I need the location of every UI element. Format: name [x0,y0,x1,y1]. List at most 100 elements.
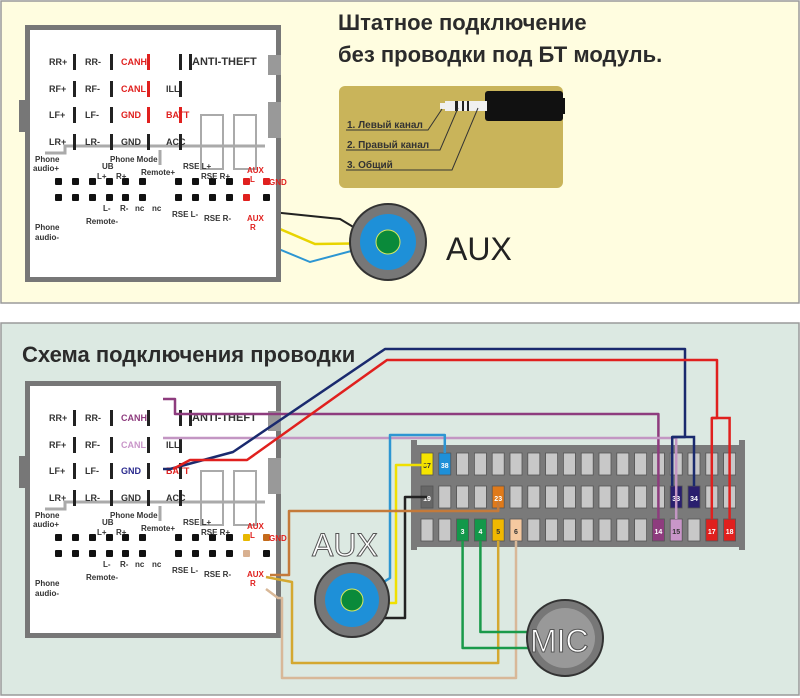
pin-label: AUX [247,166,265,175]
pin-contact [147,107,150,123]
bt-connector-edge [411,440,417,550]
pin-label: GND [269,534,287,543]
pin-label: nc [152,560,162,569]
pin-label: R- [120,560,129,569]
pin-label: ACC [166,137,186,147]
pin-label: R- [120,204,129,213]
pin-contact [73,437,76,453]
pin-label: Remote- [86,573,118,582]
pin-socket [72,178,79,185]
pin-label: audio+ [33,164,59,173]
pin-socket [226,534,233,541]
pin-socket [263,534,270,541]
pin-label: BATT [166,110,190,120]
pin-label: Remote+ [141,524,175,533]
pin-label: LF+ [49,110,65,120]
pin-label: nc [135,560,145,569]
bt-pin-empty [598,452,612,476]
pin-socket [263,194,270,201]
pin-label: RSE L- [172,566,199,575]
pin-contact [189,54,192,70]
jack-label-common: 3. Общий [347,159,393,171]
pin-label: AUX [247,570,265,579]
bt-pin-empty [598,518,612,542]
pin-label: RSE R- [204,570,231,579]
bt-pin-empty [491,452,505,476]
wire-batt-branch [711,416,731,519]
pin-label: L [250,531,255,540]
pin-contact [110,81,113,97]
connector-tab [268,102,281,138]
pin-contact [179,134,182,150]
pin-label: R+ [116,172,127,181]
pin-label: GND [121,110,142,120]
pin-socket [55,550,62,557]
bottom-title: Схема подключения проводки [22,342,355,367]
top-aux-jack [349,203,427,281]
pin-label: Phone [35,511,60,520]
bt-pin-empty [456,485,470,509]
pin-socket [106,178,113,185]
pin-socket [209,194,216,201]
pin-label: L- [103,560,111,569]
pin-label: Phone [35,155,60,164]
pin-socket [89,178,96,185]
top-title-line1: Штатное подключение [338,10,587,35]
pin-label: CANL [121,84,146,94]
connector-key [233,470,257,526]
bt-pin-empty [473,485,487,509]
connector-divider [45,144,265,155]
pin-label: Remote- [86,217,118,226]
pin-contact [73,81,76,97]
connector-key [200,114,224,170]
pin-socket [122,178,129,185]
pin-label: audio- [35,589,59,598]
pin-label: Remote+ [141,168,175,177]
pin-contact [147,463,150,479]
pin-label: RSE R+ [201,528,230,537]
top-aux-label: AUX [446,231,512,267]
pin-contact [179,490,182,506]
pin-label: LF- [85,466,99,476]
bt-pin-empty [687,518,701,542]
pin-socket [139,178,146,185]
pin-label: R [250,579,256,588]
bt-pin-empty [634,485,647,509]
bt-pin-empty [598,485,612,509]
pin-label: CANH [121,57,147,67]
pin-label: AUX [247,214,265,223]
wire-mic-3 [461,541,528,650]
bt-pin-empty [563,518,576,542]
bt-pin-empty [545,485,558,509]
pin-contact [147,54,150,70]
pin-socket [192,550,199,557]
pin-socket [89,534,96,541]
pin-contact [110,107,113,123]
pin-contact [110,490,113,506]
pin-socket [192,534,199,541]
pin-contact [179,410,182,426]
pin-socket [106,194,113,201]
pin-contact [110,410,113,426]
pin-label: audio- [35,233,59,242]
mic-label: MIC [530,623,589,659]
pin-contact [179,81,182,97]
bt-pin-empty [634,518,647,542]
connector-key [200,470,224,526]
pin-label: Phone Mode [110,155,158,164]
pin-socket [72,534,79,541]
pin-contact [110,54,113,70]
pin-contact [179,107,182,123]
connector-tab [268,458,281,494]
pin-contact [73,54,76,70]
pin-socket [243,550,250,557]
bt-pin-number: 38 [441,463,449,470]
pin-label: LR+ [49,137,66,147]
pin-socket [175,534,182,541]
pin-label: RR+ [49,57,67,67]
pin-socket [55,194,62,201]
pin-contact [110,437,113,453]
jack-label-left: 1. Левый канал [347,120,423,131]
